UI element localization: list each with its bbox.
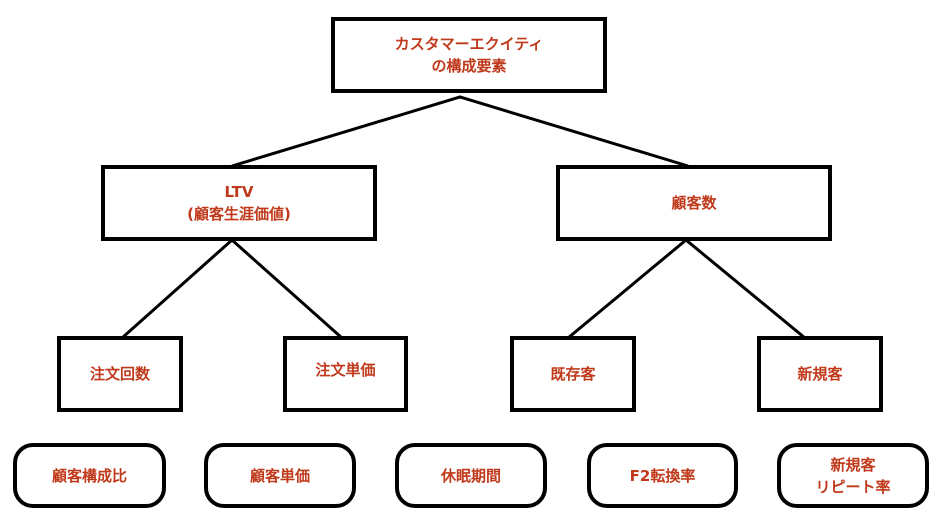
- edge-ltv-to-children: [121, 237, 343, 340]
- factor-customer-unit-price: 顧客単価: [204, 443, 356, 508]
- node-root: カスタマーエクイティ の構成要素: [331, 17, 607, 93]
- factor-f2-conversion: F2転換率: [587, 443, 738, 508]
- node-new-customers-label: 新規客: [797, 365, 843, 383]
- factor-label: 顧客単価: [249, 466, 310, 485]
- node-customer-count: 顧客数: [556, 165, 832, 241]
- node-order-price: 注文単価: [283, 336, 408, 412]
- node-new-customers: 新規客: [757, 336, 883, 412]
- node-existing-customers: 既存客: [510, 336, 636, 412]
- factor-label: 顧客構成比: [51, 466, 127, 485]
- node-order-price-label: 注文単価: [315, 361, 376, 379]
- node-order-count: 注文回数: [57, 336, 183, 412]
- node-existing-customers-label: 既存客: [550, 365, 596, 383]
- node-root-label: カスタマーエクイティ の構成要素: [394, 35, 544, 75]
- factor-label: 新規客 リピート率: [815, 455, 891, 496]
- factor-dormancy-period: 休眠期間: [395, 443, 547, 508]
- node-ltv: LTV (顧客生涯価値): [101, 165, 377, 241]
- node-ltv-label: LTV (顧客生涯価値): [187, 183, 291, 223]
- factor-label: 休眠期間: [440, 466, 501, 485]
- factor-customer-composition: 顧客構成比: [13, 443, 166, 508]
- edge-root-to-children: [231, 95, 689, 168]
- node-customer-count-label: 顧客数: [671, 194, 717, 212]
- node-order-count-label: 注文回数: [89, 365, 150, 383]
- factor-label: F2転換率: [629, 466, 696, 485]
- edge-customers-to-children: [567, 238, 806, 340]
- factor-new-customer-repeat-rate: 新規客 リピート率: [777, 443, 929, 508]
